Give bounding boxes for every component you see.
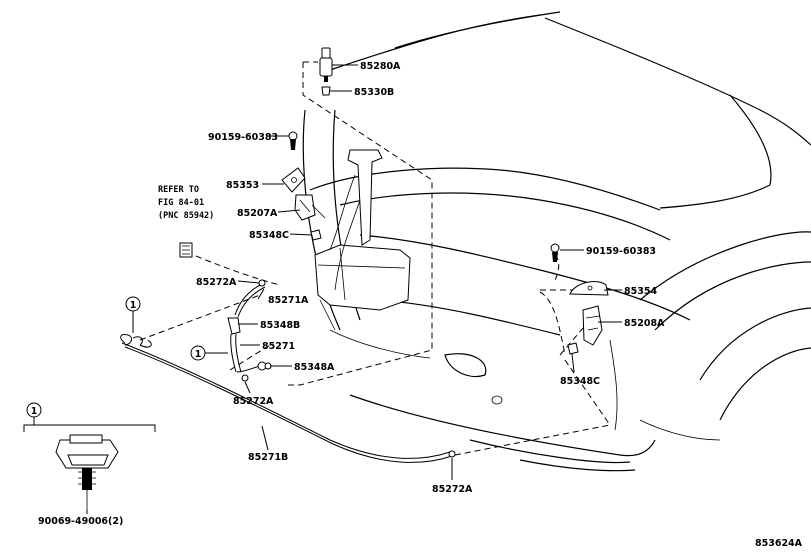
bolt-90159-right [550,243,560,262]
callout-circle-1-a: 1 [125,296,141,333]
bolt-90159-top [288,131,298,150]
svg-text:FIG 84-01: FIG 84-01 [158,198,204,208]
label-85271: 85271 [262,341,295,352]
joint-85272A-right [448,450,456,458]
callout-circle-1-c: 1 [26,402,42,425]
vehicle-body-outline [302,11,811,472]
label-85272A-bottom: 85272A [233,396,274,407]
callout-circle-1-b: 1 [190,345,228,361]
svg-text:1: 1 [31,406,38,417]
grommet-85330B [321,86,331,96]
washer-pump-85280A [319,47,333,82]
hose-85271 [227,317,261,373]
label-85354: 85354 [624,286,657,297]
nozzle-85208A [582,305,603,346]
label-85272A-right: 85272A [432,484,473,495]
nozzle-cover-85354 [569,281,609,296]
joint-85348A [257,361,272,371]
label-85207A: 85207A [237,208,278,219]
label-90159-60383-right: 90159-60383 [586,246,656,257]
label-85271A: 85271A [268,295,309,306]
motor-85207A [294,194,326,221]
label-85348A: 85348A [294,362,335,373]
label-85280A: 85280A [360,61,401,72]
clip-detail-90069 [23,424,156,510]
label-85348B: 85348B [260,320,300,331]
label-90069-49006: 90069-49006(2) [38,516,123,527]
connector-85348C-left [310,229,322,241]
refer-to-note: REFER TO FIG 84-01 (PNC 85942) [158,185,214,221]
svg-text:1: 1 [195,349,202,360]
washer-reservoir [314,149,411,331]
label-90159-60383-top: 90159-60383 [208,132,278,143]
hose-85271A [234,279,266,318]
label-85272A-left: 85272A [196,277,237,288]
ref-bracket-85942 [179,242,193,258]
svg-text:(PNC 85942): (PNC 85942) [158,211,214,221]
label-85271B: 85271B [248,452,288,463]
label-85348C-left: 85348C [249,230,289,241]
connector-85348C-right [567,342,579,355]
label-85208A: 85208A [624,318,665,329]
bracket-85353 [281,167,306,193]
hose-85271B [120,334,453,463]
joint-85272A-bottom [241,374,249,382]
svg-text:REFER TO: REFER TO [158,185,199,195]
label-85353: 85353 [226,180,259,191]
label-85348C-right: 85348C [560,376,600,387]
label-85330B: 85330B [354,87,394,98]
svg-text:1: 1 [130,300,137,311]
figure-id: 853624A [755,538,803,549]
leader-lines [86,64,622,514]
